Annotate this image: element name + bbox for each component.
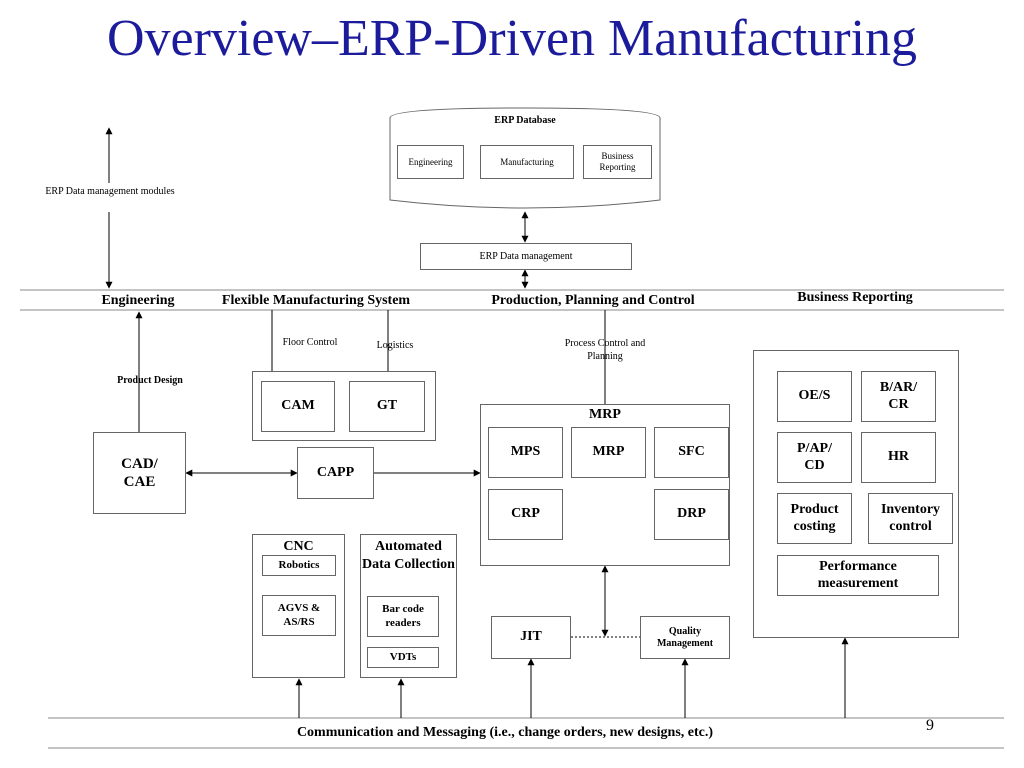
cad-cae-box: CAD/ CAE	[93, 432, 186, 514]
band-fms: Flexible Manufacturing System	[221, 293, 411, 308]
inventory-control-box: Inventory control	[868, 493, 953, 544]
pap-cd-box: P/AP/ CD	[777, 432, 852, 483]
page-number: 9	[926, 717, 934, 734]
band-ppc: Production, Planning and Control	[491, 293, 695, 308]
band-engineering: Engineering	[101, 293, 175, 308]
db-module-engineering: Engineering	[397, 145, 464, 179]
process-control-label: Process Control and Planning	[564, 338, 646, 362]
gt-box: GT	[349, 381, 425, 432]
mps-box: MPS	[488, 427, 563, 478]
hr-box: HR	[861, 432, 936, 483]
erp-data-management-modules-label: ERP Data management modules	[45, 186, 175, 197]
performance-measurement-box: Performance measurement	[777, 555, 939, 596]
floor-control-label: Floor Control	[282, 337, 338, 348]
vdts-box: VDTs	[367, 647, 439, 668]
mrp-box: MRP	[571, 427, 646, 478]
page-title: Overview–ERP-Driven Manufacturing	[106, 10, 918, 67]
oes-box: OE/S	[777, 371, 852, 422]
cam-box: CAM	[261, 381, 335, 432]
band-business-reporting: Business Reporting	[797, 290, 913, 305]
erp-data-management-box: ERP Data management	[420, 243, 632, 270]
jit-box: JIT	[491, 616, 571, 659]
quality-management-box: Quality Management	[640, 616, 730, 659]
agvs-box: AGVS & AS/RS	[262, 595, 336, 636]
product-costing-box: Product costing	[777, 493, 852, 544]
drp-box: DRP	[654, 489, 729, 540]
bar-code-box: Bar code readers	[367, 596, 439, 637]
mrp-group-label: MRP	[589, 407, 621, 422]
robotics-box: Robotics	[262, 555, 336, 576]
crp-box: CRP	[488, 489, 563, 540]
db-module-manufacturing: Manufacturing	[480, 145, 574, 179]
adc-label: Automated Data Collection	[362, 539, 455, 572]
sfc-box: SFC	[654, 427, 729, 478]
bar-cr-box: B/AR/ CR	[861, 371, 936, 422]
cnc-label: CNC	[283, 539, 314, 554]
db-module-business-reporting: Business Reporting	[583, 145, 652, 179]
communication-band: Communication and Messaging (i.e., chang…	[296, 725, 714, 740]
logistics-label: Logistics	[376, 340, 414, 351]
product-design-label: Product Design	[117, 375, 183, 386]
erp-database-label: ERP Database	[494, 115, 556, 126]
capp-box: CAPP	[297, 447, 374, 499]
